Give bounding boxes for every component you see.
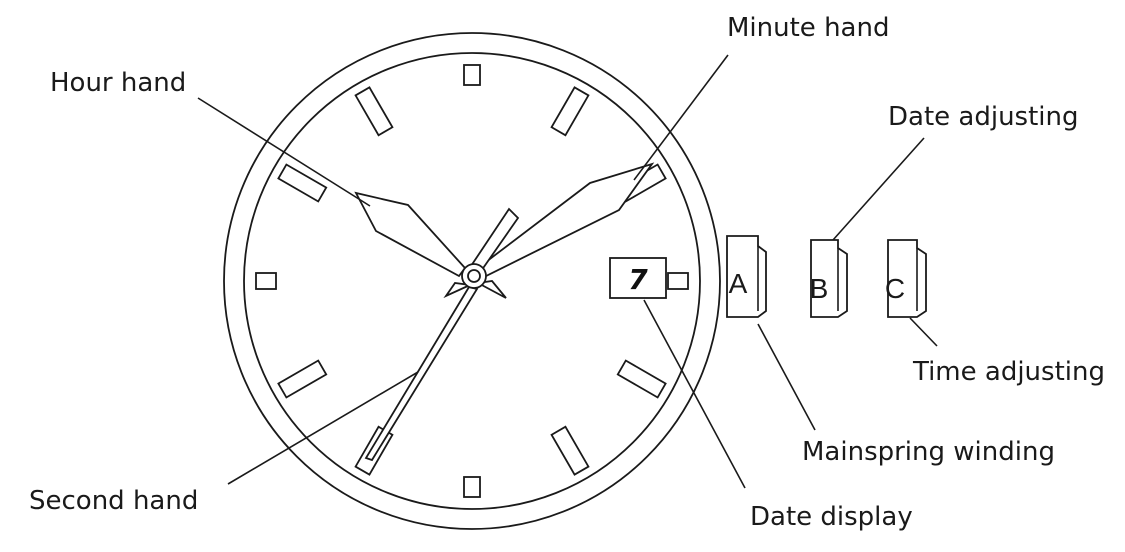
center-pinion-inner bbox=[467, 269, 481, 283]
hour-marker-10 bbox=[277, 163, 328, 203]
hour-hand bbox=[354, 191, 467, 278]
label-mainspring-winding: Mainspring winding bbox=[802, 437, 1055, 467]
hour-hand-tail bbox=[443, 282, 474, 299]
hour-marker-8 bbox=[277, 359, 328, 399]
leader-date-adjusting bbox=[832, 137, 925, 241]
leader-date-display bbox=[643, 299, 746, 489]
label-minute-hand: Minute hand bbox=[727, 13, 889, 43]
crown-positions: A B C bbox=[726, 235, 927, 318]
label-hour-hand: Hour hand bbox=[50, 68, 186, 98]
leader-hour-hand bbox=[197, 97, 371, 207]
leader-lines bbox=[197, 54, 938, 489]
leader-mainspring-winding bbox=[757, 323, 816, 431]
crown-b: B bbox=[810, 239, 848, 318]
label-second-hand: Second hand bbox=[29, 486, 198, 516]
date-value: 7 bbox=[628, 263, 648, 296]
label-date-display: Date display bbox=[750, 502, 913, 532]
crown-a: A bbox=[726, 235, 767, 318]
label-time-adjusting: Time adjusting bbox=[912, 357, 1105, 387]
hour-marker-4 bbox=[616, 359, 667, 399]
label-date-adjusting: Date adjusting bbox=[888, 102, 1079, 132]
watch-hands bbox=[354, 162, 655, 462]
hour-marker-11 bbox=[354, 86, 394, 137]
hour-marker-1 bbox=[550, 86, 590, 137]
crown-c-letter: C bbox=[885, 273, 905, 304]
hour-marker-5 bbox=[550, 425, 590, 476]
date-window: 7 bbox=[609, 257, 667, 299]
hour-marker-3 bbox=[667, 272, 689, 290]
hour-marker-9 bbox=[255, 272, 277, 290]
crown-b-letter: B bbox=[810, 273, 829, 304]
crown-c: C bbox=[885, 239, 927, 318]
hour-marker-6 bbox=[463, 476, 481, 498]
leader-second-hand bbox=[227, 371, 419, 485]
leader-time-adjusting bbox=[909, 317, 938, 347]
hour-marker-12 bbox=[463, 64, 481, 86]
crown-a-letter: A bbox=[729, 268, 748, 299]
leader-minute-hand bbox=[633, 54, 729, 181]
callout-labels: Hour hand Minute hand Second hand Date a… bbox=[29, 13, 1105, 532]
date-window-frame bbox=[609, 257, 667, 299]
